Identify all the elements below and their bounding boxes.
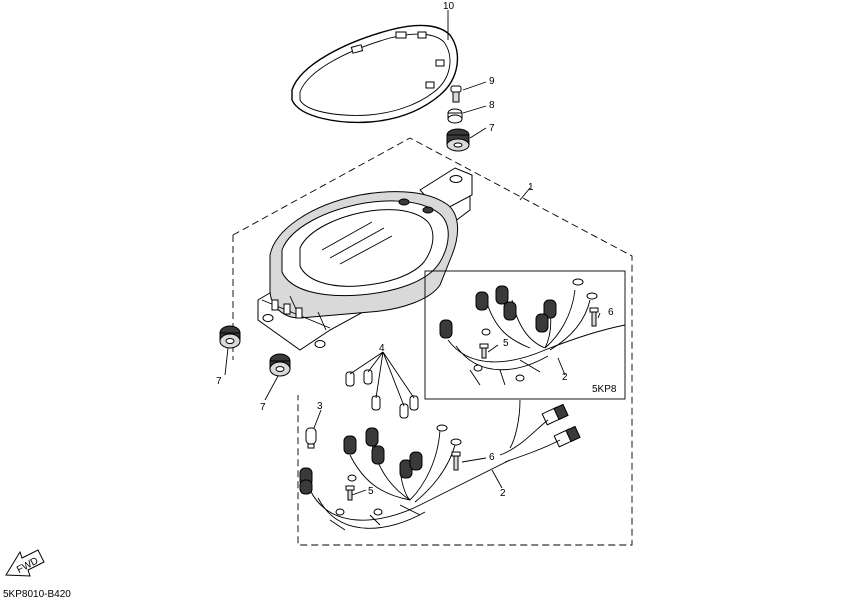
grommet-part-7-left-b [269, 353, 291, 377]
callout-5-inset: 5 [503, 338, 509, 349]
meter-assembly-part-1 [257, 167, 473, 351]
callout-8: 8 [489, 100, 495, 111]
callout-1: 1 [528, 182, 534, 193]
grommet-part-7-top [446, 128, 470, 152]
callout-9: 9 [489, 76, 495, 87]
harness-connectors [499, 399, 581, 463]
inset-wire-harness-part-2 [439, 278, 626, 386]
bulb-part-3 [305, 427, 317, 449]
leader-lines [224, 10, 601, 496]
screw-part-9 [450, 85, 462, 103]
callout-2-inset: 2 [562, 372, 568, 383]
callout-7-left-b: 7 [260, 402, 266, 413]
callout-10: 10 [443, 1, 455, 12]
main-wire-harness-part-2 [299, 424, 511, 531]
diagram-code: 5KP8010-B420 [3, 589, 71, 600]
callout-7-top: 7 [489, 123, 495, 134]
collar-part-8 [447, 108, 463, 124]
inset-variant-label: 5KP8 [592, 384, 617, 395]
callout-2-main: 2 [500, 488, 506, 499]
grommet-part-7-left-a [219, 325, 241, 349]
callout-6-inset: 6 [608, 307, 614, 318]
callout-3: 3 [317, 401, 323, 412]
callout-6-main: 6 [489, 452, 495, 463]
bulbs-part-4 [345, 369, 419, 419]
callout-7-left-a: 7 [216, 376, 222, 387]
inset-box-5kp8 [424, 270, 626, 400]
callout-4: 4 [379, 343, 385, 354]
callout-5-main: 5 [368, 486, 374, 497]
gasket-ring-part-10 [291, 24, 459, 124]
fwd-arrow-icon: FWD [5, 549, 45, 577]
